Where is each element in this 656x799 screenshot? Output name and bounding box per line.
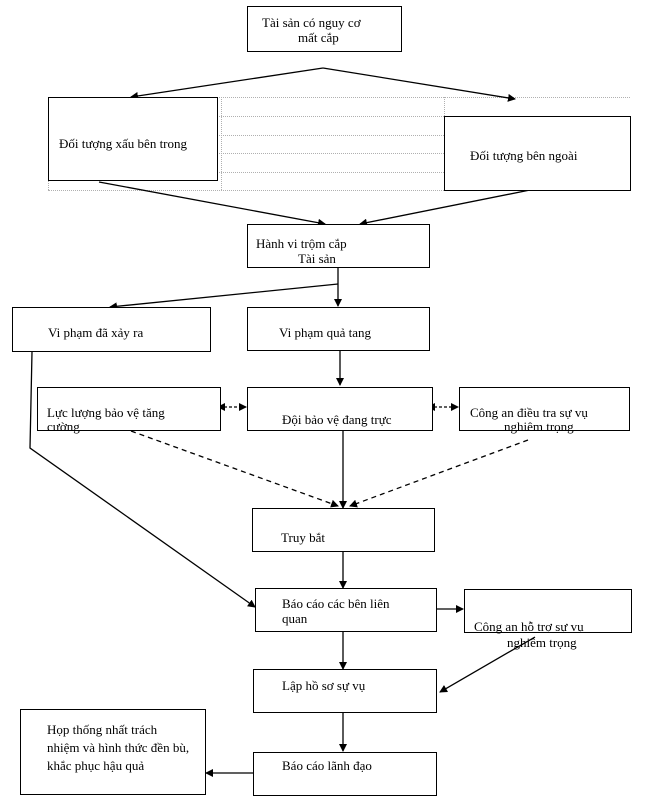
node-outside — [444, 116, 631, 191]
node-guard-label: Đội bảo vệ đang trực — [282, 412, 392, 427]
node-reinforce — [37, 387, 221, 431]
node-report-parties-label-1: Báo cáo các bên liên — [282, 596, 390, 611]
guide-line — [48, 97, 630, 98]
node-inside — [48, 97, 218, 181]
arrow-theft-occurred — [109, 283, 339, 311]
node-report-leader-label: Báo cáo lãnh đạo — [282, 758, 372, 773]
node-asset-label-2: mất cắp — [298, 30, 339, 45]
node-occurred — [12, 307, 211, 352]
node-report-leader — [253, 752, 437, 796]
guide-line — [48, 116, 630, 117]
node-pursuit-label: Truy bắt — [281, 530, 325, 545]
node-meeting — [20, 709, 206, 795]
node-case-file — [253, 669, 437, 713]
node-police-support-label-1: Công an hỗ trợ sự vụ — [474, 619, 584, 634]
node-reinforce-label-1: Lực lượng bảo vệ tăng — [47, 405, 165, 420]
arrow-reinforce-pursuit — [130, 430, 339, 508]
node-police-investigate — [459, 387, 630, 431]
arrow-inside-theft — [98, 181, 326, 227]
arrow-asset-inside — [130, 67, 324, 100]
node-guard — [247, 387, 433, 431]
node-report-parties — [255, 588, 437, 632]
guide-line — [48, 190, 630, 191]
node-police-support — [464, 589, 632, 633]
arrow-police-pursuit — [349, 439, 529, 508]
node-caught — [247, 307, 430, 351]
node-pursuit — [252, 508, 435, 552]
node-reinforce-label-2: cường — [47, 419, 80, 434]
guide-line — [48, 172, 630, 173]
arrow-asset-outside — [322, 67, 516, 102]
node-case-file-label: Lập hồ sơ sự vụ — [282, 678, 366, 693]
node-meeting-label-1: Họp thống nhất trách — [47, 722, 158, 737]
guide-line — [48, 153, 630, 154]
arrow-police-support-casefile — [439, 636, 536, 693]
node-police-investigate-label-1: Công an điều tra sự vụ — [470, 405, 588, 420]
guide-line — [221, 97, 222, 190]
node-theft — [247, 224, 430, 268]
arrow-occurred-report — [29, 351, 256, 608]
guide-line — [48, 135, 630, 136]
node-theft-label-2: Tài sản — [298, 251, 336, 266]
node-theft-label-1: Hành vi trộm cắp — [256, 236, 347, 251]
node-asset-label-1: Tài sản có nguy cơ — [262, 15, 361, 30]
node-inside-label: Đối tượng xấu bên trong — [59, 136, 188, 151]
node-report-parties-label-2: quan — [282, 611, 308, 626]
arrow-outside-theft — [359, 189, 531, 227]
node-meeting-label-2: nhiệm và hình thức đền bù, — [47, 740, 190, 755]
node-caught-label: Vi phạm quả tang — [279, 325, 372, 340]
node-occurred-label: Vi phạm đã xảy ra — [48, 325, 144, 340]
node-police-support-label-2: nghiêm trọng — [507, 635, 577, 650]
node-outside-label: Đối tượng bên ngoài — [470, 148, 578, 163]
node-meeting-label-3: khắc phục hậu quả — [47, 758, 145, 773]
node-police-investigate-label-2: nghiêm trọng — [504, 419, 574, 434]
node-asset — [247, 6, 402, 52]
